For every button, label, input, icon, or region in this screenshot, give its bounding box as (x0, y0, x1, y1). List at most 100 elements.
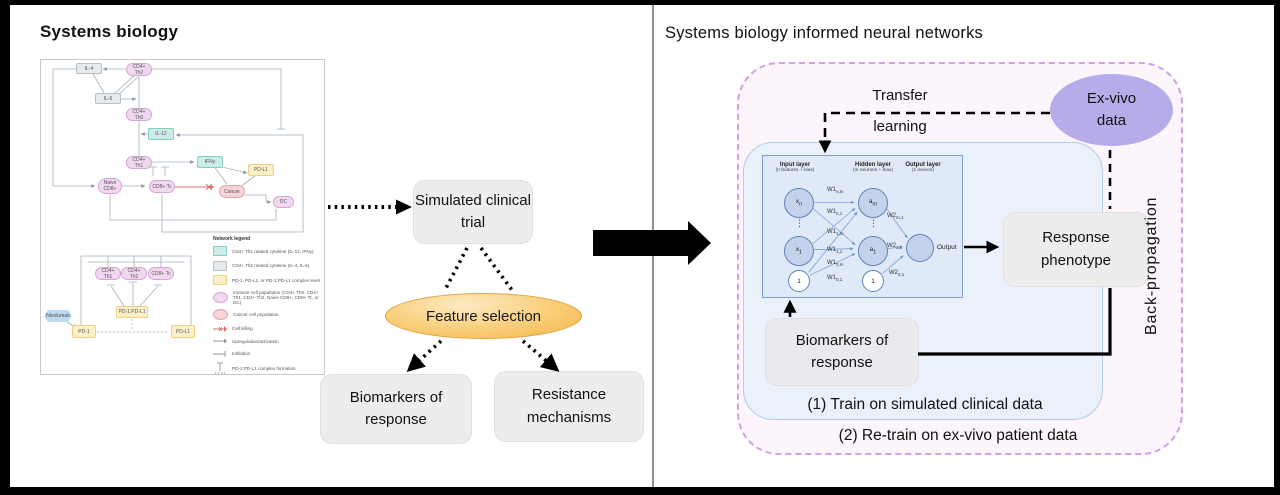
input-ellipsis: ⋮ (795, 218, 804, 228)
legend-item: Inhibition (213, 350, 321, 358)
output-layer-header: Output layer(1 neuron) (893, 162, 953, 173)
node-label: CD4+ Th0 (132, 108, 146, 121)
legend-label: Immune cell population (CD4+ Th0, CD4+ T… (233, 289, 319, 305)
neuron-a-1: a1 (858, 236, 888, 266)
simulated-clinical-trial-label: Simulated clinical trial (415, 191, 531, 232)
node-naive-cd8: Naive CD8+ (98, 178, 122, 194)
weight-label-w1n1: W1n,1 (827, 209, 842, 216)
resistance-mechanisms-box: Resistance mechanisms (494, 371, 644, 442)
weight-base: W2 (889, 270, 898, 276)
input-layer-header: Input layer(n features + bias) (765, 162, 825, 173)
legend-label: CD4+ Th1 related cytokine (IL-12, IFNγ) (232, 248, 314, 254)
transfer-learning-label: Transfer learning (872, 87, 928, 135)
weight-sub: 0,1 (836, 277, 843, 283)
neuron-base: a (868, 198, 873, 206)
layer-title: Output layer (905, 162, 941, 168)
complex-formation-icon (213, 362, 227, 374)
node-cd8-tc: CD8+ Tc (149, 180, 175, 193)
teal-box-swatch (213, 246, 227, 256)
biomarkers-label: Biomarkers of response (795, 331, 889, 372)
weight-base: W1 (827, 247, 836, 253)
input-bias-neuron: 1 (788, 270, 810, 292)
pink-ellipse-swatch (213, 309, 228, 320)
node-cancer: Cancer (219, 185, 245, 198)
neuron-a-m: am (858, 188, 888, 218)
node-label: CD4+ Th1 (101, 267, 115, 280)
node-pd1-pdl1-complex: PD-1:PD-L1 (116, 306, 148, 318)
weight-sub: 1,1 (836, 249, 843, 255)
weight-label-w111: W11,1 (827, 247, 842, 254)
neuron-base: x (795, 198, 800, 206)
neuron-label: 1 (871, 277, 875, 285)
left-panel-title: Systems biology (40, 22, 179, 41)
output-label: Output (937, 244, 957, 251)
node-label: CD8+ Tc (151, 270, 171, 277)
weight-base: W2 (887, 213, 896, 219)
weight-label-w2m1: W2m,1 (887, 213, 904, 220)
step2-label: (2) Re-train on ex-vivo patient data (838, 427, 1078, 444)
node-label: IL-6 (103, 95, 113, 102)
yellow-box-swatch (213, 275, 227, 285)
weight-sub: n,m (836, 189, 844, 195)
neuron-sub: 1 (799, 249, 803, 256)
weight-sub: 0,m (836, 262, 844, 268)
legend-label: Upregulation/activation (232, 338, 279, 344)
node-label: PD-L1 (253, 167, 269, 173)
nn-edges (808, 200, 908, 276)
legend-item: PD-1:PD-L1 complex formation (213, 362, 321, 374)
simulated-clinical-trial-box: Simulated clinical trial (413, 180, 533, 244)
resistance-label: Resistance mechanisms (526, 386, 612, 426)
weight-sub: 0,1 (898, 272, 905, 278)
neuron-x-n: xn (784, 188, 814, 218)
legend-label: CD4+ Th2 related cytokine (IL-4, IL-6) (232, 263, 310, 268)
node-pdl1-b: PD-L1 (171, 325, 195, 338)
biomarkers-of-response-box-left: Biomarkers of response (320, 374, 472, 444)
ex-vivo-label: Ex-vivo data (1086, 90, 1137, 129)
node-label: CD4+ Th1 (132, 156, 146, 169)
neuron-label: a1 (870, 246, 877, 255)
weight-label-w11m: W11,m (827, 229, 844, 236)
neuron-sub: m (872, 201, 878, 208)
feature-selection-ellipse: Feature selection (385, 293, 582, 339)
panel-divider (652, 5, 654, 487)
output-neuron (906, 234, 934, 262)
weight-sub: 1,m (836, 231, 844, 237)
legend-title: Network legend (213, 236, 251, 242)
node-nivolumab: Nivolumab (44, 310, 72, 322)
neuron-base: x (795, 246, 800, 254)
weight-sub: 1,1 (896, 245, 903, 251)
node-label: CD4+ Th2 (132, 63, 146, 76)
weight-base: W1 (827, 187, 836, 193)
legend-item: CD4+ Th1 related cytokine (IL-12, IFNγ) (213, 246, 321, 256)
hidden-layer-header: Hidden layer(m neurons + bias) (843, 162, 903, 173)
legend-item: Cancer cell population (213, 309, 321, 320)
node-il6: IL-6 (95, 93, 121, 104)
node-b-cd4-th1: CD4+ Th1 (95, 267, 121, 280)
feature-selection-label: Feature selection (425, 307, 542, 325)
hidden-ellipsis: ⋮ (869, 218, 878, 228)
node-pdl1: PD-L1 (248, 164, 274, 176)
node-label: IL-4 (84, 65, 94, 72)
cell-killing-arrow-icon (213, 325, 227, 333)
activation-arrow-icon (213, 337, 227, 345)
node-il4: IL-4 (76, 63, 102, 74)
legend-item: Upregulation/activation (213, 337, 321, 345)
legend-label: Cell killing (232, 326, 253, 331)
legend-label: PD-1:PD-L1 complex formation (232, 365, 296, 371)
node-il12: IL-12 (148, 128, 174, 140)
weight-sub: m,1 (896, 215, 904, 221)
node-label: PD-L1 (175, 328, 191, 335)
response-phenotype-label: Response phenotype (1040, 229, 1112, 269)
node-cd4-th1: CD4+ Th1 (126, 156, 152, 169)
node-label: Nivolumab (46, 313, 70, 319)
layer-subtitle: (n features + bias) (775, 168, 815, 173)
step1-label: (1) Train on simulated clinical data (807, 396, 1043, 413)
node-dc: DC (273, 196, 294, 208)
neuron-sub: n (799, 201, 803, 208)
right-panel-title: Systems biology informed neural networks (665, 24, 983, 42)
neuron-label: 1 (797, 277, 801, 285)
node-pd1: PD-1 (72, 325, 96, 338)
systems-biology-network-figure: IL-4 CD4+ Th2 IL-6 CD4+ Th0 IL-12 CD4+ T… (40, 59, 325, 375)
legend-item: CD4+ Th2 related cytokine (IL-4, IL-6) (213, 260, 321, 271)
